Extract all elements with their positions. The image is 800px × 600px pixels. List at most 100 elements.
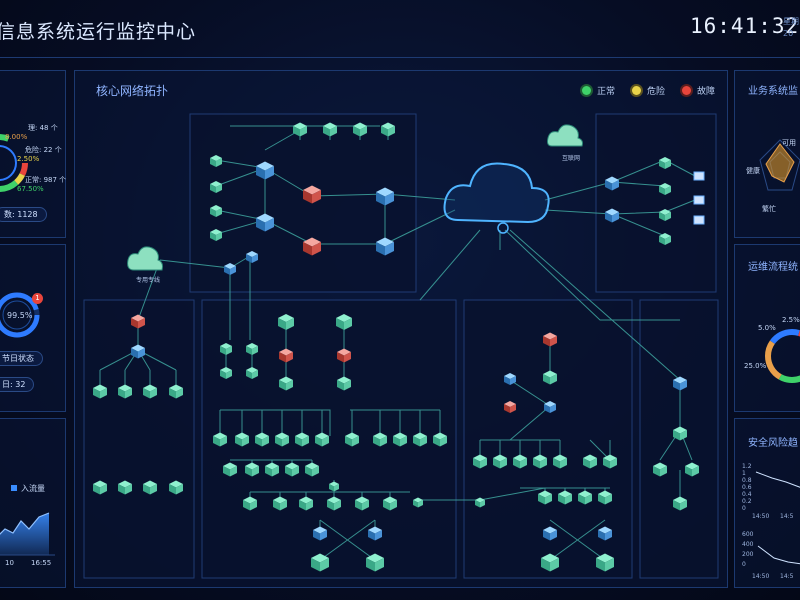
firewall-node-icon[interactable] [303,185,321,204]
server-node-icon[interactable] [311,553,329,572]
server-node-icon[interactable] [473,454,487,469]
server-node-icon[interactable] [337,376,351,391]
server-node-icon[interactable] [413,497,423,508]
server-node-icon[interactable] [235,432,249,447]
server-node-icon[interactable] [169,480,183,495]
switch-node-icon[interactable] [598,526,612,541]
server-node-icon[interactable] [659,233,671,245]
firewall-node-icon[interactable] [543,332,557,347]
server-node-icon[interactable] [220,367,232,379]
switch-node-icon[interactable] [131,344,145,359]
switch-node-icon[interactable] [313,526,327,541]
switch-node-icon[interactable] [256,213,274,232]
firewall-node-icon[interactable] [504,401,516,413]
switch-node-icon[interactable] [605,176,619,191]
switch-node-icon[interactable] [504,373,516,385]
server-node-icon[interactable] [295,432,309,447]
server-node-icon[interactable] [169,384,183,399]
server-node-icon[interactable] [210,205,222,217]
server-node-icon[interactable] [315,432,329,447]
server-node-icon[interactable] [275,432,289,447]
server-node-icon[interactable] [493,454,507,469]
server-node-icon[interactable] [673,426,687,441]
server-node-icon[interactable] [413,432,427,447]
server-node-icon[interactable] [329,481,339,492]
server-node-icon[interactable] [246,343,258,355]
server-node-icon[interactable] [279,376,293,391]
server-node-icon[interactable] [246,367,258,379]
database-node-icon[interactable] [273,496,287,511]
database-node-icon[interactable] [243,496,257,511]
server-node-icon[interactable] [210,229,222,241]
holiday-status-pill[interactable]: 节日状态 [0,351,43,366]
switch-node-icon[interactable] [543,526,557,541]
server-node-icon[interactable] [305,462,319,477]
server-node-icon[interactable] [345,432,359,447]
database-node-icon[interactable] [299,496,313,511]
alert-badge[interactable]: 1 [32,293,43,304]
server-node-icon[interactable] [659,157,671,169]
server-node-icon[interactable] [553,454,567,469]
server-node-icon[interactable] [213,432,227,447]
switch-node-icon[interactable] [224,263,236,275]
server-node-icon[interactable] [265,462,279,477]
switch-node-icon[interactable] [376,187,394,206]
switch-node-icon[interactable] [246,251,258,263]
server-node-icon[interactable] [93,480,107,495]
server-node-icon[interactable] [685,462,699,477]
firewall-node-icon[interactable] [279,348,293,363]
firewall-node-icon[interactable] [131,314,145,329]
server-node-icon[interactable] [578,490,592,505]
server-node-icon[interactable] [659,209,671,221]
server-node-icon[interactable] [223,462,237,477]
switch-node-icon[interactable] [544,401,556,413]
switch-node-icon[interactable] [256,161,274,180]
server-node-icon[interactable] [278,314,294,330]
firewall-node-icon[interactable] [337,348,351,363]
switch-node-icon[interactable] [376,237,394,256]
server-node-icon[interactable] [336,314,352,330]
server-node-icon[interactable] [659,183,671,195]
server-node-icon[interactable] [245,462,259,477]
server-node-icon[interactable] [366,553,384,572]
server-node-icon[interactable] [220,343,232,355]
server-node-icon[interactable] [210,181,222,193]
legend-normal[interactable]: 正常 [582,84,615,97]
server-node-icon[interactable] [118,480,132,495]
server-node-icon[interactable] [543,370,557,385]
switch-node-icon[interactable] [368,526,382,541]
server-node-icon[interactable] [538,490,552,505]
server-node-icon[interactable] [373,432,387,447]
server-node-icon[interactable] [596,553,614,572]
server-node-icon[interactable] [118,384,132,399]
server-node-icon[interactable] [653,462,667,477]
server-node-icon[interactable] [533,454,547,469]
switch-node-icon[interactable] [605,208,619,223]
database-node-icon[interactable] [327,496,341,511]
server-node-icon[interactable] [583,454,597,469]
database-node-icon[interactable] [673,496,687,511]
firewall-node-icon[interactable] [303,237,321,256]
server-node-icon[interactable] [475,497,485,508]
server-node-icon[interactable] [285,462,299,477]
database-node-icon[interactable] [383,496,397,511]
server-node-icon[interactable] [143,384,157,399]
server-node-icon[interactable] [381,122,395,137]
legend-danger[interactable]: 危险 [632,84,665,97]
server-node-icon[interactable] [93,384,107,399]
server-node-icon[interactable] [598,490,612,505]
server-node-icon[interactable] [603,454,617,469]
server-node-icon[interactable] [255,432,269,447]
server-node-icon[interactable] [293,122,307,137]
server-node-icon[interactable] [393,432,407,447]
database-node-icon[interactable] [355,496,369,511]
server-node-icon[interactable] [558,490,572,505]
server-node-icon[interactable] [323,122,337,137]
server-node-icon[interactable] [433,432,447,447]
server-node-icon[interactable] [353,122,367,137]
switch-node-icon[interactable] [673,376,687,391]
server-node-icon[interactable] [210,155,222,167]
server-node-icon[interactable] [143,480,157,495]
server-node-icon[interactable] [513,454,527,469]
server-node-icon[interactable] [541,553,559,572]
